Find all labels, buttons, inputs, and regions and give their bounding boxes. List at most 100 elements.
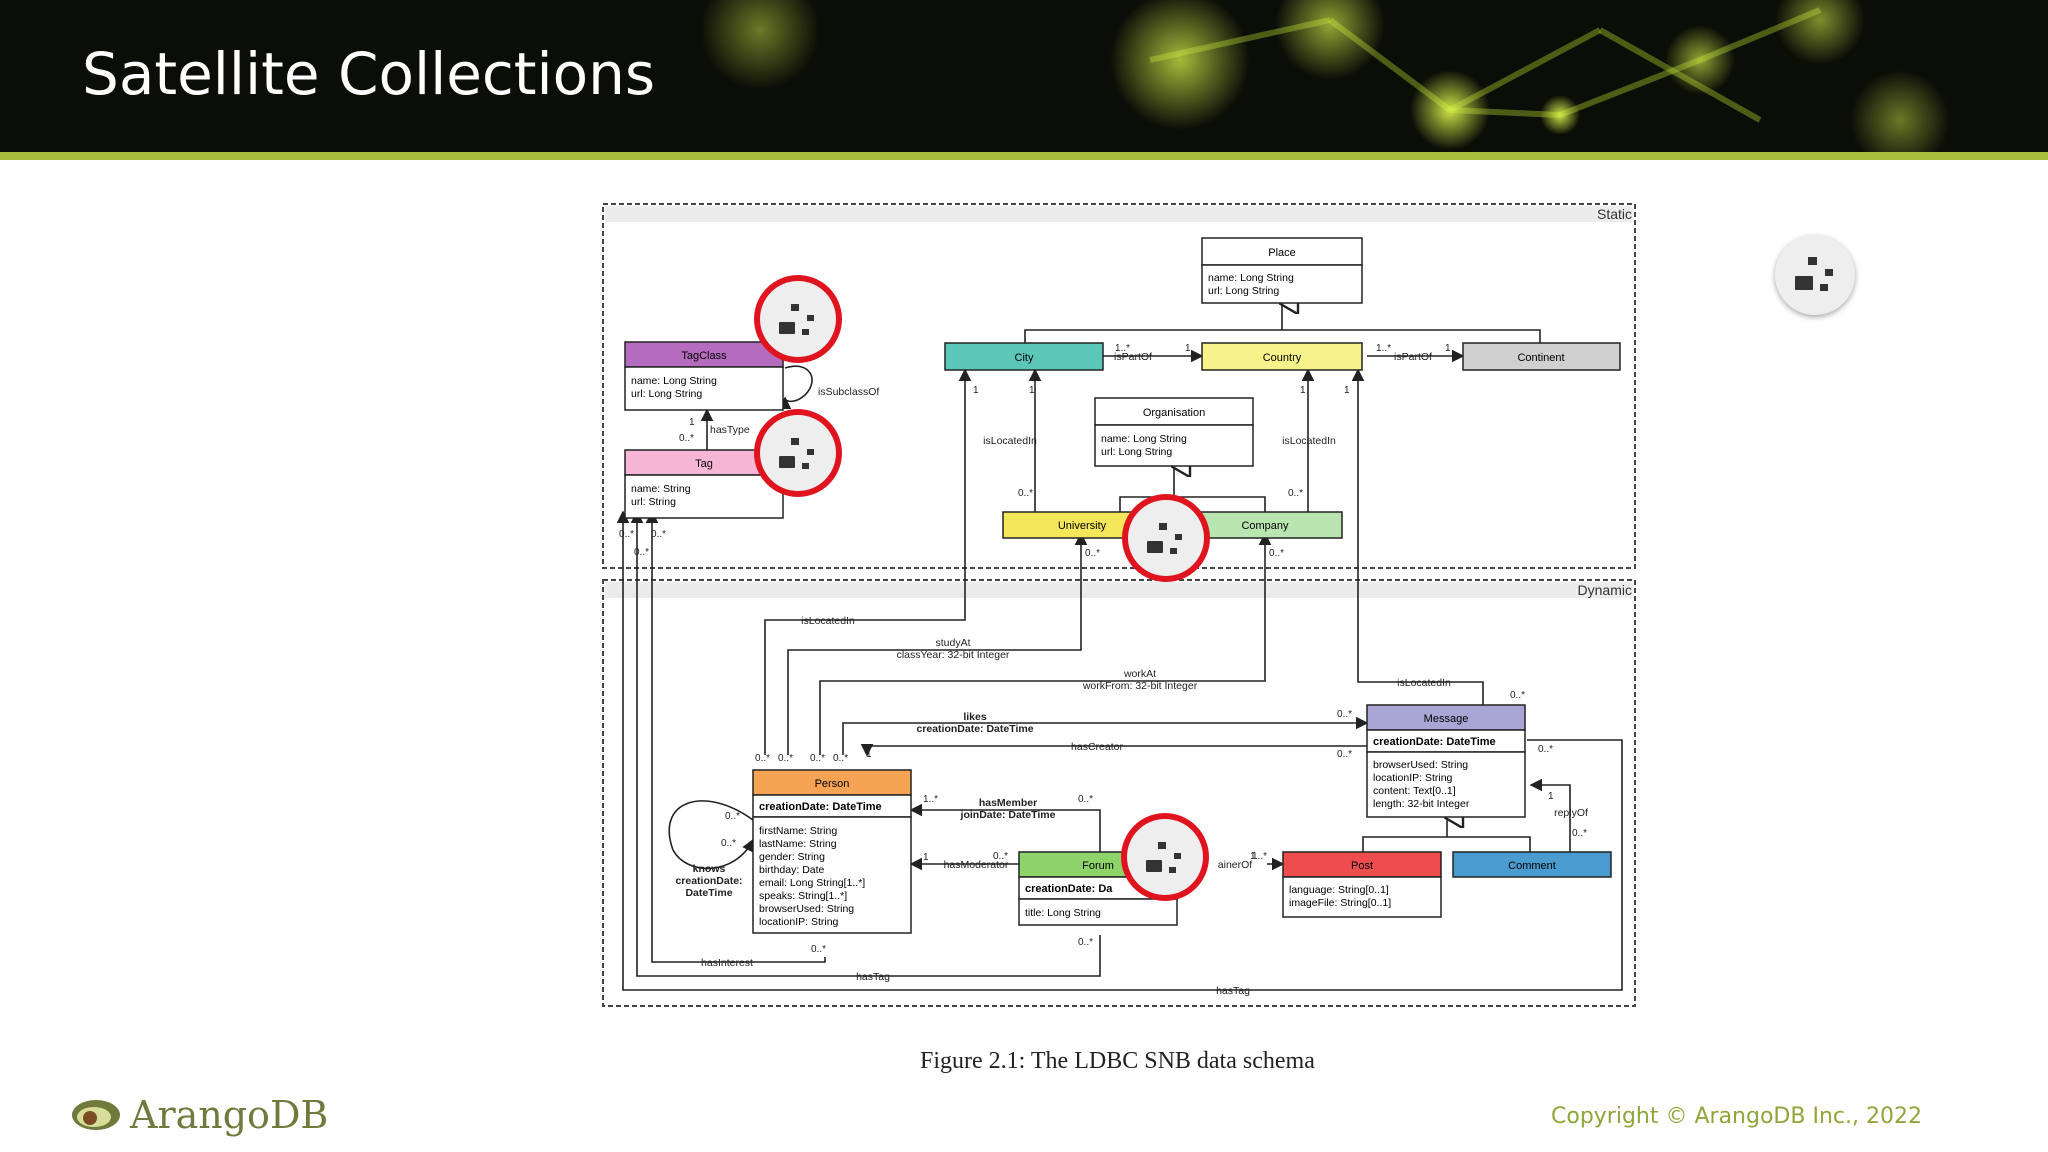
svg-text:TagClass: TagClass: [681, 350, 727, 362]
mult-reply-1: 1: [1548, 791, 1554, 802]
mult-tag-0: 0..*: [679, 433, 694, 444]
svg-text:name: String: name: String: [631, 483, 691, 495]
label-islocatedin-university: isLocatedIn: [983, 435, 1037, 447]
label-ispartof-city: isPartOf: [1114, 351, 1152, 363]
mult-forum-0: 0..*: [1078, 937, 1093, 948]
figure-caption: Figure 2.1: The LDBC SNB data schema: [920, 1048, 1315, 1074]
entity-message: Message creationDate: DateTime browserUs…: [1366, 704, 1526, 818]
mult-city-1b: 1: [1029, 385, 1035, 396]
svg-text:Organisation: Organisation: [1143, 407, 1205, 419]
label-knows-attr2: DateTime: [685, 887, 732, 899]
mult-tag-b: 0..*: [651, 529, 666, 540]
label-hastag-message: hasTag: [1216, 985, 1250, 997]
mult-country-1b: 1: [1344, 385, 1350, 396]
mult-city-1a: 1: [973, 385, 979, 396]
svg-text:Person: Person: [815, 778, 850, 790]
svg-text:University: University: [1058, 520, 1107, 532]
label-workat: workAt: [1123, 668, 1156, 680]
svg-text:email: Long String[1..*]: email: Long String[1..*]: [759, 877, 865, 889]
svg-text:Place: Place: [1268, 247, 1296, 259]
entity-country: Country: [1201, 342, 1363, 371]
mult-msg-loc: 0..*: [1510, 690, 1525, 701]
ldbc-schema-diagram: Static Dynamic: [602, 203, 1636, 1007]
mult-comp-b: 0..*: [1269, 548, 1284, 559]
svg-text:browserUsed: String: browserUsed: String: [759, 903, 854, 915]
copyright-text: Copyright © ArangoDB Inc., 2022: [1551, 1104, 1922, 1129]
avocado-icon: [72, 1100, 120, 1130]
dynamic-label: Dynamic: [1578, 582, 1632, 598]
mult-container-1: 1: [1250, 851, 1256, 862]
label-replyof: replyOf: [1554, 807, 1588, 819]
mult-msg-r: 0..*: [1538, 744, 1553, 755]
mult-knows-a: 0..*: [725, 811, 740, 822]
svg-text:Country: Country: [1263, 352, 1302, 364]
entity-place: Place name: Long String url: Long String: [1201, 237, 1363, 304]
svg-text:speaks: String[1..*]: speaks: String[1..*]: [759, 890, 847, 902]
entity-company: Company: [1186, 511, 1343, 539]
label-hasmember-attr: joinDate: DateTime: [960, 809, 1056, 821]
svg-text:Post: Post: [1351, 860, 1373, 872]
entity-post: Post language: String[0..1] imageFile: S…: [1282, 851, 1442, 918]
mult-tagclass-1: 1: [689, 417, 695, 428]
mult-country-1a: 1: [1300, 385, 1306, 396]
label-likes: likes: [963, 711, 987, 723]
mult-interest-0: 0..*: [811, 944, 826, 955]
svg-text:gender: String: gender: String: [759, 851, 825, 863]
svg-text:url: Long String: url: Long String: [1101, 446, 1172, 458]
svg-text:Tag: Tag: [695, 458, 713, 470]
svg-text:language: String[0..1]: language: String[0..1]: [1289, 884, 1389, 896]
svg-text:Forum: Forum: [1082, 860, 1114, 872]
label-hascreator: hasCreator: [1071, 741, 1123, 753]
static-frame-band: [605, 206, 1633, 222]
label-hastype: hasType: [710, 424, 750, 436]
svg-text:Comment: Comment: [1508, 860, 1556, 872]
mult-city-country-left: 1..*: [1115, 343, 1130, 354]
mult-container-2: 1..*: [1252, 851, 1267, 862]
svg-text:lastName: String: lastName: String: [759, 838, 837, 850]
svg-text:browserUsed: String: browserUsed: String: [1373, 759, 1468, 771]
mult-city-country-right: 1: [1185, 343, 1191, 354]
entity-organisation: Organisation name: Long String url: Long…: [1094, 397, 1254, 467]
label-islocatedin-message: isLocatedIn: [1397, 677, 1451, 689]
entity-person: Person creationDate: DateTime firstName:…: [752, 769, 912, 934]
svg-text:imageFile: String[0..1]: imageFile: String[0..1]: [1289, 897, 1391, 909]
entity-tagclass: TagClass name: Long String url: Long Str…: [624, 341, 784, 411]
dynamic-frame-band: [605, 582, 1633, 598]
svg-text:City: City: [1015, 352, 1034, 364]
label-studyat: studyAt: [935, 637, 970, 649]
svg-text:length: 32-bit Integer: length: 32-bit Integer: [1373, 798, 1470, 810]
static-label: Static: [1597, 206, 1632, 222]
mult-tag-a: 0..*: [619, 529, 634, 540]
svg-text:name: Long String: name: Long String: [631, 375, 717, 387]
satellite-marker-tagclass: [754, 275, 842, 363]
svg-text:Company: Company: [1241, 520, 1289, 532]
dynamic-frame: [602, 579, 1636, 1007]
label-likes-attr: creationDate: DateTime: [916, 723, 1033, 735]
satellite-marker-tag: [754, 409, 842, 497]
mult-person-4: 0..*: [833, 753, 848, 764]
entity-city: City: [944, 342, 1104, 371]
svg-text:title: Long String: title: Long String: [1025, 907, 1101, 919]
entity-tag: Tag name: String url: String: [624, 449, 784, 519]
mult-hasmoderator-1: 1: [923, 852, 929, 863]
satellite-marker-forum: [1121, 813, 1209, 901]
svg-text:url: Long String: url: Long String: [1208, 285, 1279, 297]
arangodb-logo: ArangoDB: [70, 1090, 328, 1140]
svg-text:url: String: url: String: [631, 496, 676, 508]
mult-tag-c: 0..*: [634, 547, 649, 558]
mult-reply-0: 0..*: [1572, 828, 1587, 839]
svg-text:Continent: Continent: [1517, 352, 1564, 364]
mult-country-continent-right: 1: [1445, 343, 1451, 354]
svg-text:Message: Message: [1424, 713, 1469, 725]
mult-comp-0: 0..*: [1288, 488, 1303, 499]
svg-text:content: Text[0..1]: content: Text[0..1]: [1373, 785, 1456, 797]
satellite-marker-organisation: [1122, 494, 1210, 582]
satellite-collection-icon: [1775, 235, 1855, 315]
label-islocatedin-person: isLocatedIn: [801, 615, 855, 627]
mult-hasmember-0: 0..*: [1078, 794, 1093, 805]
svg-text:firstName: String: firstName: String: [759, 825, 837, 837]
mult-hasmoderator-0: 0..*: [993, 851, 1008, 862]
header-banner: Satellite Collections: [0, 0, 2048, 152]
label-ispartof-country: isPartOf: [1394, 351, 1432, 363]
static-frame: [602, 203, 1636, 569]
